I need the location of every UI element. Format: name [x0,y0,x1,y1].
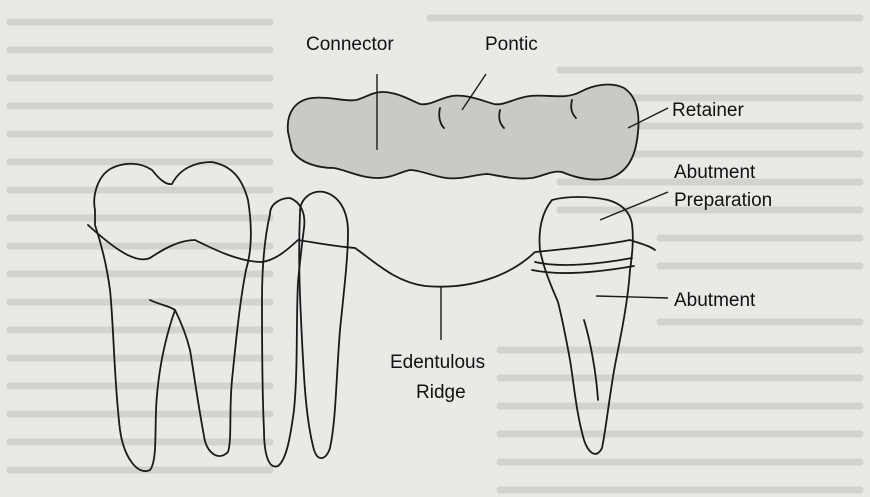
pontic-label: Pontic [485,34,538,55]
abutment-root-detail [584,320,598,400]
preparation-margin [532,266,634,273]
abutment-leader [596,296,668,298]
abutment-preparation-label-line2: Preparation [674,190,772,211]
connector-label: Connector [306,34,394,55]
edentulous-ridge-label-line1: Edentulous [390,352,485,373]
abutment-preparation-label-line1: Abutment [674,162,756,183]
edentulous-ridge-label-line2: Ridge [416,382,466,403]
abutment-label: Abutment [674,290,756,311]
bridge-pontic-and-retainers [288,85,639,180]
preparation-margin [535,258,632,265]
abutment-preparation-leader [600,192,668,220]
background-bleed-through [10,18,860,490]
retainer-label: Retainer [672,100,744,121]
molar-tooth [94,162,251,471]
premolar-tooth [299,192,348,458]
